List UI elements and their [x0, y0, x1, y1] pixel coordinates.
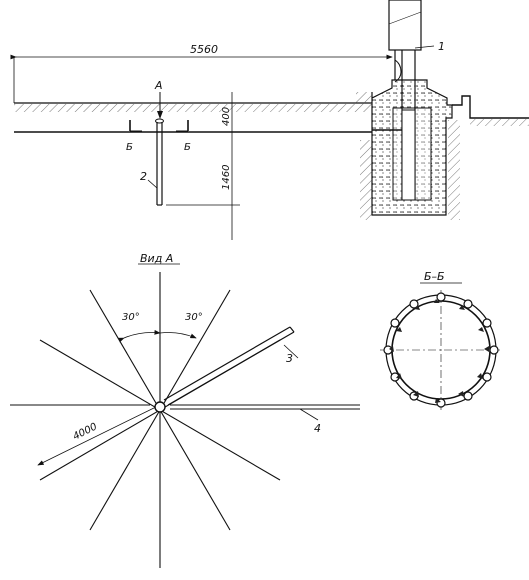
pillar: 1 — [388, 0, 445, 201]
dim-depth-top-label: 400 — [221, 107, 232, 126]
section-bb: Б–Б — [380, 270, 502, 410]
central-rod — [154, 401, 166, 413]
leader-4: 4 — [299, 408, 321, 435]
view-a: Вид А 3 4000 4 — [10, 252, 360, 568]
grounding-rod: 2 — [140, 118, 164, 206]
view-mark-a: А — [154, 79, 163, 119]
section-bb-title: Б–Б — [424, 270, 445, 283]
dimension-depth: 400 1460 — [166, 92, 240, 240]
ray-3: 3 — [163, 326, 299, 406]
foundation — [356, 79, 529, 220]
angle-right-label: 30° — [185, 312, 203, 323]
dimension-length: 5560 — [10, 43, 393, 103]
section-mark-right: Б — [184, 142, 191, 153]
angle-left-label: 30° — [122, 312, 140, 323]
view-mark-label: А — [154, 79, 163, 92]
angle-arcs: 30° 30° — [117, 312, 203, 343]
pos-2-label: 2 — [140, 170, 147, 183]
view-a-title: Вид А — [140, 252, 173, 265]
dim-ray-label: 4000 — [71, 421, 99, 442]
pos-3-label: 3 — [286, 352, 293, 365]
pos-4-label: 4 — [314, 422, 321, 435]
weld-fillets — [389, 299, 489, 403]
pos-1-label: 1 — [438, 40, 445, 53]
dimension-ray: 4000 — [37, 404, 161, 466]
ground-surface — [14, 102, 372, 133]
dim-length-label: 5560 — [190, 43, 218, 56]
dim-depth-label: 1460 — [221, 165, 232, 190]
elevation-view: 5560 А 2 Б Б — [10, 0, 529, 240]
section-marks: Б Б — [126, 120, 191, 153]
section-mark-left: Б — [126, 142, 133, 153]
